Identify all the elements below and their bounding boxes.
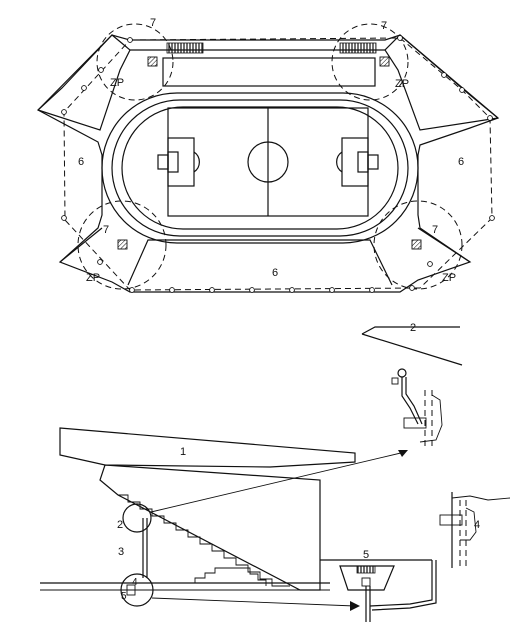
detail-2-conductor-2 — [405, 377, 423, 425]
penalty-arc-right — [336, 151, 343, 173]
label-zp-bl: ZP — [86, 272, 100, 284]
detail-2-conductor — [401, 377, 419, 425]
mast-tr — [379, 56, 390, 67]
label-6-left: 6 — [78, 156, 84, 168]
label-detail-4: 4 — [474, 519, 480, 531]
scoreboard-left — [166, 42, 204, 54]
protection-zone-bl — [77, 200, 167, 290]
grandstand — [99, 464, 321, 591]
detail-5-joint — [361, 577, 371, 587]
label-1: 1 — [180, 446, 186, 458]
penalty-arc-left — [193, 151, 200, 173]
detail-2-clamp — [403, 417, 427, 429]
scoreboard-right — [339, 42, 377, 54]
detail-earth-pit: 5 — [320, 549, 437, 622]
centre-circle — [247, 141, 289, 183]
detail-4-clamp — [439, 514, 463, 526]
bottom-stand — [127, 239, 393, 286]
penalty-box-right — [341, 137, 369, 187]
protection-zone-tl — [96, 23, 174, 101]
detail-circle-lower — [120, 573, 154, 607]
detail-2-clip — [391, 377, 399, 385]
label-6-right: 6 — [458, 156, 464, 168]
protection-zone-br — [373, 200, 463, 290]
detail-roof-clamp: 2 — [361, 322, 463, 448]
corner-stand-bl-line — [59, 227, 103, 263]
detail-4-bracket — [460, 507, 477, 541]
earth-electrodes — [61, 35, 495, 293]
arrow-head-5 — [350, 601, 360, 611]
label-zp-tr: ZP — [395, 78, 409, 90]
label-7-bl: 7 — [103, 224, 109, 236]
detail-4-ground — [451, 495, 510, 501]
plan-view: 7 7 7 7 6 6 6 ZP ZP ZP ZP — [36, 17, 500, 293]
label-3: 3 — [118, 546, 124, 558]
protection-zone-tr — [331, 23, 409, 101]
test-joint — [126, 584, 136, 596]
corner-stand-br-line — [417, 227, 471, 263]
label-2: 2 — [117, 519, 123, 531]
goal-box-right — [357, 151, 369, 173]
detail-5-cover — [356, 565, 376, 574]
track-mid — [111, 99, 409, 237]
label-7-br: 7 — [432, 224, 438, 236]
detail-5-conductor — [369, 560, 433, 607]
penalty-box-left — [167, 137, 195, 187]
label-4: 4 — [132, 577, 138, 588]
track-inner — [121, 106, 399, 230]
label-7-tr: 7 — [381, 20, 387, 32]
detail-5-conductor-2 — [371, 560, 437, 611]
goal-box-left — [167, 151, 179, 173]
section-view: 1 2 3 4 5 2 4 — [40, 322, 510, 622]
corner-stand-tr — [384, 34, 499, 131]
label-detail-2: 2 — [410, 322, 416, 334]
track-outer — [101, 92, 419, 244]
detail-5-pit — [339, 565, 395, 591]
label-zp-tl: ZP — [110, 77, 124, 89]
mast-br — [411, 239, 422, 250]
label-zp-br: ZP — [442, 272, 456, 284]
goal-left — [157, 154, 169, 170]
detail-2-bracket — [419, 394, 443, 443]
arrow-head-2 — [398, 450, 408, 457]
detail-wall-fixing: 4 — [439, 492, 510, 568]
label-5: 5 — [121, 591, 127, 602]
top-stand-roof — [162, 57, 376, 87]
label-6-bottom: 6 — [272, 267, 278, 279]
goal-right — [367, 154, 379, 170]
lower-steps — [185, 567, 267, 586]
label-7-tl: 7 — [150, 17, 156, 29]
roof-canopy — [59, 427, 356, 468]
detail-circle-upper — [122, 503, 152, 533]
label-detail-5: 5 — [363, 549, 369, 561]
detail-2-clamp-bolt — [397, 368, 407, 378]
stair-profile — [118, 494, 290, 587]
earth-ring-conductor — [63, 37, 493, 291]
mast-bl — [117, 239, 128, 250]
detail-2-roof-top — [361, 326, 460, 335]
arrow-to-detail-5 — [151, 597, 356, 607]
arrow-to-detail-2 — [150, 451, 406, 513]
detail-2-roof-underside — [361, 333, 463, 366]
mast-tl — [147, 56, 158, 67]
